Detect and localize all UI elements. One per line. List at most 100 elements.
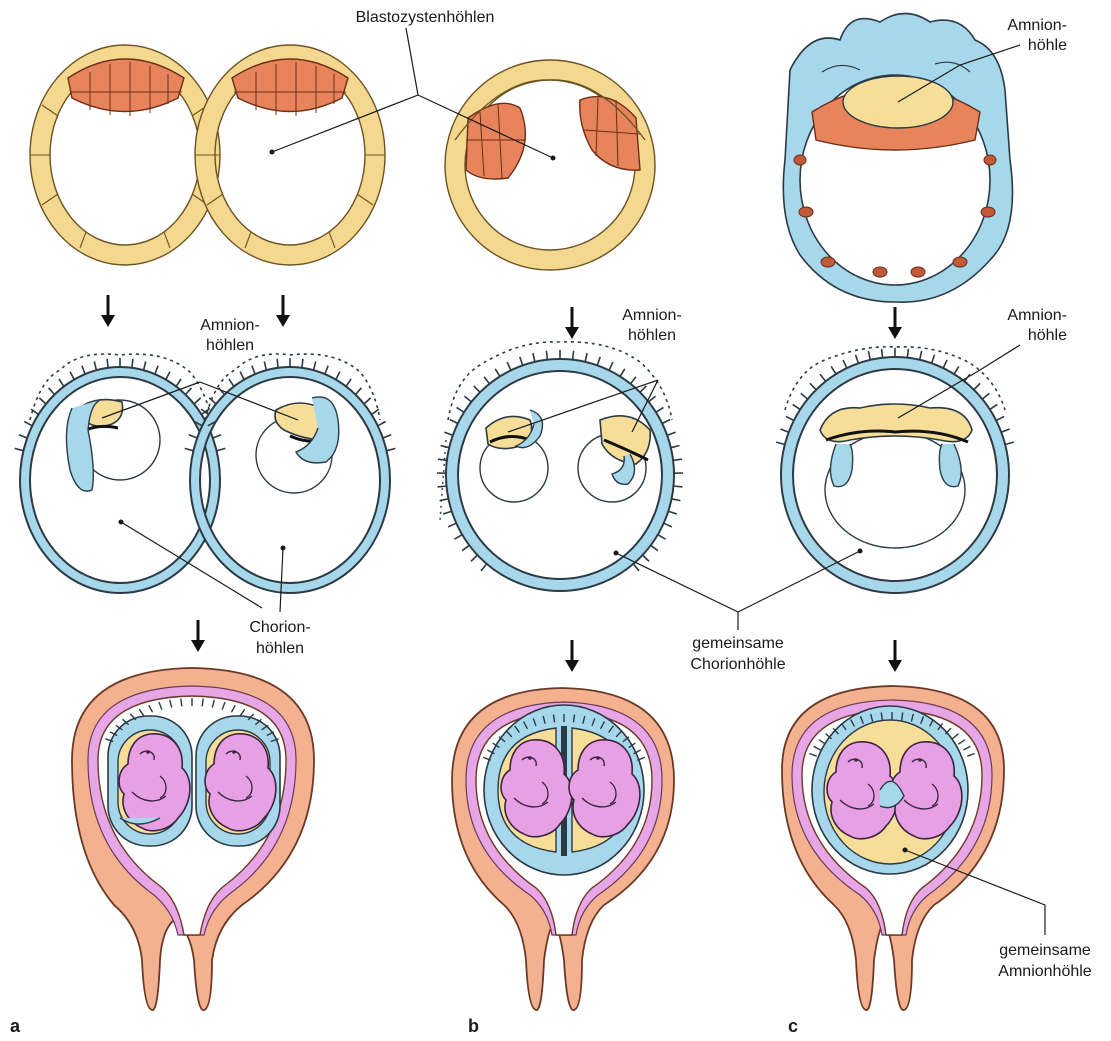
villus bbox=[533, 353, 535, 362]
villus bbox=[185, 448, 194, 450]
villus bbox=[471, 555, 478, 561]
villus bbox=[443, 511, 452, 514]
arrow-down-icon bbox=[276, 295, 290, 327]
villus bbox=[457, 407, 465, 412]
villus bbox=[643, 555, 650, 561]
villus bbox=[597, 357, 600, 366]
villus bbox=[620, 369, 625, 377]
villus bbox=[673, 459, 682, 460]
villus bbox=[882, 349, 883, 358]
villus bbox=[70, 372, 74, 380]
villus bbox=[465, 396, 472, 402]
villus bbox=[49, 388, 55, 395]
villus bbox=[810, 383, 816, 390]
villus bbox=[554, 715, 555, 723]
villus bbox=[194, 398, 201, 404]
arrow-down-icon bbox=[191, 620, 205, 652]
villus bbox=[633, 564, 639, 571]
arrow-down-icon bbox=[888, 640, 902, 672]
villus bbox=[252, 366, 255, 374]
villus bbox=[671, 446, 680, 448]
villus bbox=[186, 388, 192, 395]
chorion-sac-b bbox=[440, 342, 674, 591]
villus bbox=[631, 377, 637, 384]
villus bbox=[438, 459, 447, 460]
villus bbox=[229, 379, 234, 386]
villus bbox=[383, 435, 391, 438]
villus bbox=[996, 416, 1004, 420]
villus bbox=[831, 366, 836, 374]
villus bbox=[387, 448, 396, 450]
label-amnionhoehle-c-mid-2: höhle bbox=[1028, 327, 1067, 344]
villus bbox=[176, 379, 181, 386]
villus bbox=[920, 351, 922, 360]
villus bbox=[481, 564, 487, 571]
villus bbox=[144, 361, 146, 370]
label-amnionhoehle-c-top-1: Amnion- bbox=[1007, 17, 1067, 34]
villus bbox=[202, 699, 203, 707]
villus bbox=[450, 420, 458, 424]
villus bbox=[1001, 429, 1009, 432]
villus bbox=[664, 523, 672, 527]
villus bbox=[24, 422, 32, 426]
villus bbox=[302, 359, 303, 368]
villus bbox=[793, 404, 801, 409]
villus bbox=[364, 398, 371, 404]
uterus-c bbox=[782, 686, 1004, 1010]
villus bbox=[107, 359, 108, 368]
arrow-down-icon bbox=[565, 307, 579, 339]
villus bbox=[820, 374, 826, 381]
villus bbox=[974, 383, 980, 390]
villus bbox=[932, 355, 935, 364]
villus bbox=[213, 435, 221, 438]
villus bbox=[651, 545, 658, 550]
arrow-down-icon bbox=[565, 640, 579, 672]
villus bbox=[59, 379, 64, 386]
chorion-sac-c bbox=[781, 347, 1009, 593]
label-gemeinsame-chorionhoehle-1: gemeinsame bbox=[692, 635, 784, 652]
label-amnionhoehlen-a-1: Amnion- bbox=[200, 317, 260, 334]
villus bbox=[507, 362, 511, 370]
villus bbox=[444, 432, 453, 435]
villus bbox=[786, 416, 794, 420]
panel-label-c: c bbox=[788, 1016, 798, 1036]
blastocyst-a-left bbox=[30, 45, 220, 265]
villus bbox=[982, 393, 989, 399]
label-amnionhoehlen-b-2: höhlen bbox=[628, 327, 676, 344]
label-amnionhoehle-c-top-2: höhle bbox=[1028, 37, 1067, 54]
villus bbox=[217, 448, 226, 450]
arrow-down-icon bbox=[101, 295, 115, 327]
blastocyst-c bbox=[783, 14, 1012, 303]
villus bbox=[346, 379, 351, 386]
label-chorionhoehlen-2: höhlen bbox=[256, 640, 304, 657]
villus bbox=[964, 374, 970, 381]
villus bbox=[1005, 442, 1014, 444]
panel-label-a: a bbox=[10, 1016, 21, 1036]
villus bbox=[484, 377, 490, 384]
villus bbox=[672, 499, 681, 501]
uterus-b bbox=[452, 688, 674, 1010]
villus bbox=[82, 366, 85, 374]
villus bbox=[656, 407, 664, 412]
villus bbox=[336, 372, 340, 380]
label-chorionhoehlen-1: Chorion- bbox=[249, 619, 310, 636]
villus bbox=[658, 535, 666, 540]
villus bbox=[881, 713, 882, 721]
villus bbox=[378, 422, 386, 426]
blastocyst-a-right bbox=[195, 45, 385, 265]
villus bbox=[438, 486, 447, 487]
blastocyst-b bbox=[445, 60, 655, 270]
villus bbox=[240, 372, 244, 380]
villus bbox=[155, 366, 158, 374]
villus bbox=[189, 435, 197, 438]
label-amnionhoehlen-a-2: höhlen bbox=[206, 337, 254, 354]
villus bbox=[277, 359, 278, 368]
villus bbox=[356, 388, 362, 395]
villus bbox=[455, 535, 463, 540]
villus bbox=[94, 361, 96, 370]
villus bbox=[520, 357, 523, 366]
label-amnionhoehlen-b-1: Amnion- bbox=[622, 307, 682, 324]
villus bbox=[181, 699, 182, 707]
label-gemeinsame-amnionhoehle-1: gemeinsame bbox=[999, 942, 1091, 959]
